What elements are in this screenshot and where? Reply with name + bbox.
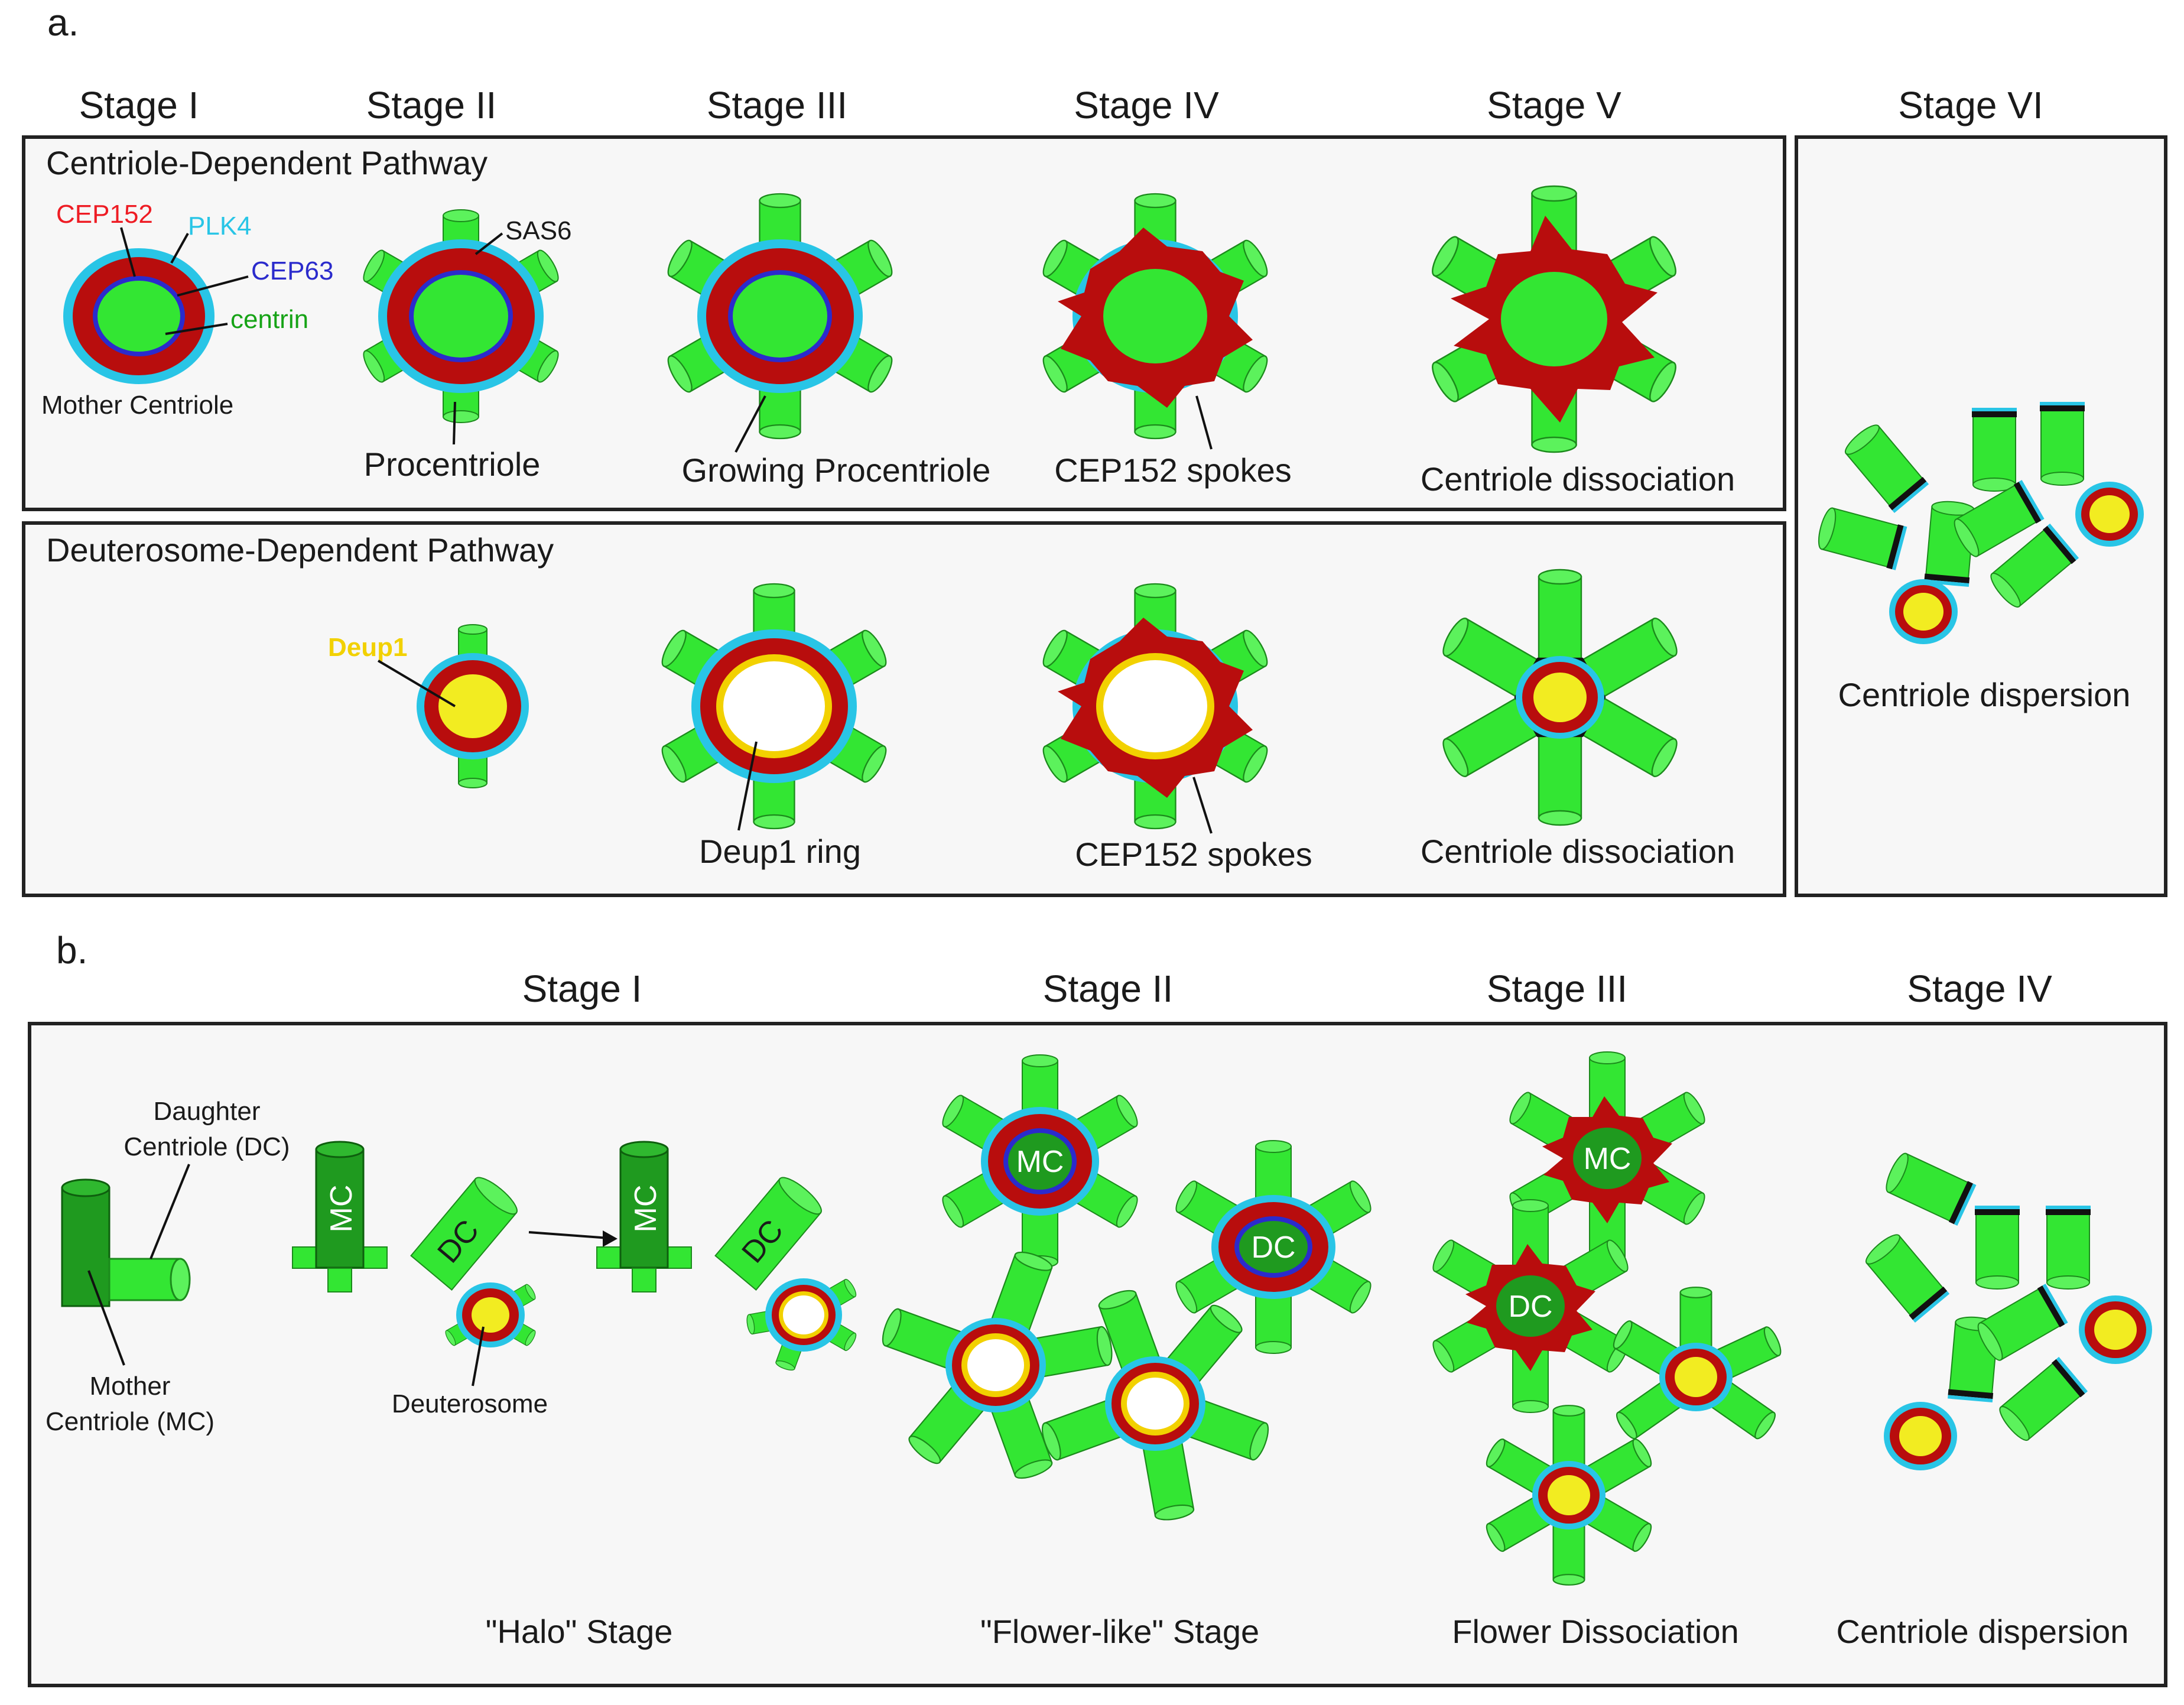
growing-arrow — [734, 395, 766, 453]
flower-deuterosome-1 — [878, 1247, 1116, 1483]
mc-label: MC — [1016, 1145, 1064, 1179]
caption-halo-stage: "Halo" Stage — [486, 1613, 673, 1650]
caption-dispersion-a: Centriole dispersion — [1838, 676, 2131, 713]
stage-header: Stage II — [366, 84, 497, 126]
halo-dc-1: DC — [410, 1177, 538, 1348]
deuterosome-stage-iii — [656, 583, 892, 830]
halo-progress-arrowhead — [603, 1230, 618, 1247]
caption-procentriole: Procentriole — [364, 446, 541, 483]
label-daughter-2: Centriole (DC) — [124, 1132, 290, 1161]
label-cep152: CEP152 — [56, 200, 153, 229]
dc-label: DC — [1508, 1290, 1552, 1324]
stage-header: Stage III — [1487, 967, 1627, 1010]
stage-header: Stage II — [1043, 967, 1174, 1010]
label-daughter-1: Daughter — [153, 1097, 260, 1126]
deuterosome-stage-ii — [417, 624, 529, 788]
label-cep63: CEP63 — [251, 256, 333, 285]
flower-deuterosome-2 — [1037, 1285, 1273, 1524]
deuterosome-arrow — [472, 1326, 485, 1386]
caption-centriole-dissociation-top: Centriole dissociation — [1421, 460, 1735, 498]
stage-header: Stage I — [79, 84, 199, 126]
mc-label: MC — [629, 1185, 663, 1233]
panel-a-letter: a. — [47, 1, 79, 44]
stage-header: Stage IV — [1907, 967, 2052, 1010]
label-sas6: SAS6 — [505, 216, 572, 245]
dissociation-dc: DC — [1428, 1199, 1633, 1413]
label-mother-centriole: Mother Centriole — [41, 391, 233, 420]
caption-cep152-spokes: CEP152 spokes — [1054, 452, 1292, 489]
deuterosome-stage-v — [1437, 569, 1683, 826]
mc-label: MC — [324, 1185, 359, 1233]
stage-header: Stage VI — [1898, 84, 2043, 126]
label-deuterosome: Deuterosome — [392, 1389, 548, 1418]
label-plk4: PLK4 — [188, 212, 252, 241]
deup1-ring-arrow — [737, 741, 758, 831]
stage-header: Stage IV — [1074, 84, 1219, 126]
mc-label: MC — [1584, 1142, 1632, 1176]
caption-cep152-spokes-bottom: CEP152 spokes — [1075, 836, 1312, 873]
spokes-arrow — [1195, 395, 1213, 450]
caption-growing-procentriole: Growing Procentriole — [682, 452, 991, 489]
stage-header: Stage V — [1487, 84, 1621, 126]
label-mother-2: Centriole (MC) — [46, 1407, 214, 1436]
stage-header: Stage I — [522, 967, 642, 1010]
flower-dc: DC — [1171, 1140, 1376, 1354]
halo-mc-2: MC — [596, 1141, 692, 1292]
dissociation-deuterosome-1 — [1609, 1287, 1785, 1443]
stage-header: Stage III — [707, 84, 847, 126]
caption-centriole-dissociation-bottom: Centriole dissociation — [1421, 833, 1735, 870]
label-mother-1: Mother — [90, 1372, 171, 1401]
halo-mc-1: MC — [292, 1141, 388, 1292]
deup1-arrow — [377, 660, 456, 707]
dissociation-deuterosome-2 — [1482, 1405, 1656, 1586]
sas6-arrow — [474, 232, 503, 255]
stage-i-mother-centriole — [63, 248, 214, 384]
spokes-arrow-bottom — [1192, 777, 1213, 834]
marker-arrows — [120, 227, 249, 335]
caption-dispersion-b: Centriole dispersion — [1837, 1613, 2129, 1650]
procentriole-arrow — [453, 401, 456, 445]
halo-dc-2: DC — [714, 1177, 859, 1373]
panel-b-letter: b. — [56, 929, 87, 972]
stage-v-centriole — [1426, 185, 1682, 453]
dissociation-mc: MC — [1505, 1051, 1710, 1265]
dc-label: DC — [1251, 1230, 1295, 1265]
stage-iv-centriole — [1038, 193, 1273, 440]
halo-progress-arrow — [528, 1231, 609, 1239]
deuterosome-pathway-box — [22, 521, 1786, 897]
caption-deup1-ring: Deup1 ring — [699, 833, 861, 870]
label-centrin: centrin — [230, 305, 308, 334]
panel-b-stage-headers: Stage I Stage II Stage III Stage IV — [522, 967, 2052, 1010]
panel-b-dispersion — [1861, 1149, 2152, 1470]
stage-iii-centriole — [662, 193, 898, 440]
flower-mc: MC — [938, 1054, 1142, 1268]
label-deup1: Deup1 — [328, 633, 407, 662]
deuterosome-stage-iv — [1038, 583, 1273, 830]
mother-arrow — [87, 1270, 125, 1366]
mother-daughter-centrioles — [61, 1178, 191, 1307]
centriole-pathway-title: Centriole-Dependent Pathway — [46, 144, 488, 181]
deuterosome-pathway-title: Deuterosome-Dependent Pathway — [46, 531, 554, 569]
stage-vi-dispersion — [1814, 401, 2144, 644]
panel-a-stage-headers: Stage I Stage II Stage III Stage IV Stag… — [79, 84, 2043, 126]
caption-flower-like-stage: "Flower-like" Stage — [980, 1613, 1259, 1650]
daughter-arrow — [150, 1164, 190, 1259]
caption-flower-dissociation: Flower Dissociation — [1452, 1613, 1739, 1650]
stage-ii-centriole — [359, 209, 563, 423]
